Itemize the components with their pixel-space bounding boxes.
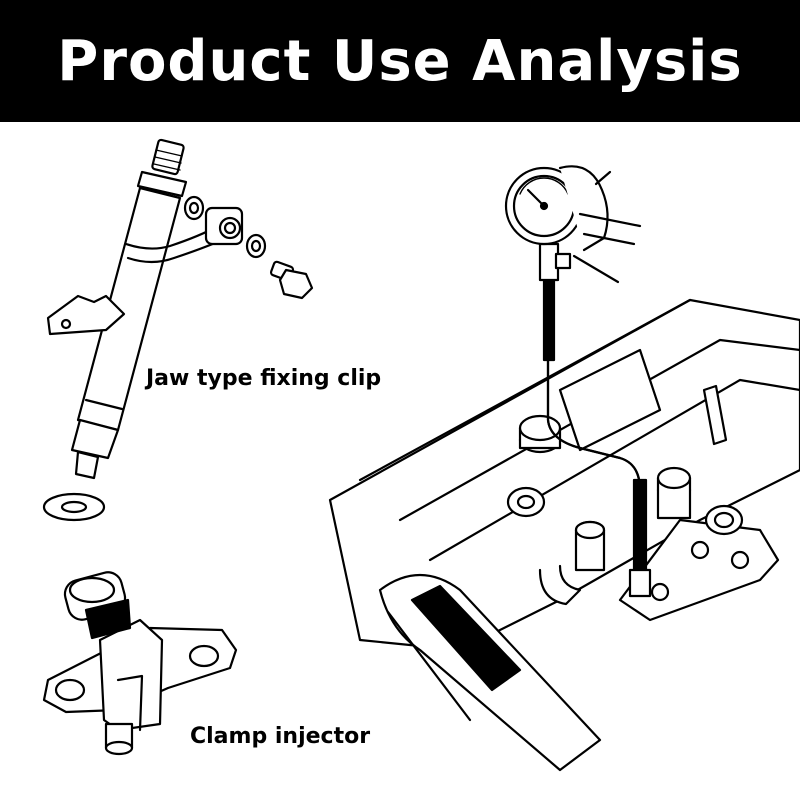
injector-drawing	[42, 138, 314, 522]
header-banner: Product Use Analysis	[0, 0, 800, 122]
engine-gauge-drawing	[328, 165, 800, 772]
jaw-clip-label: Jaw type fixing clip	[146, 366, 382, 391]
clamp-injector-drawing	[42, 571, 238, 756]
clamp-injector-label: Clamp injector	[190, 724, 371, 749]
page-title: Product Use Analysis	[57, 28, 743, 94]
